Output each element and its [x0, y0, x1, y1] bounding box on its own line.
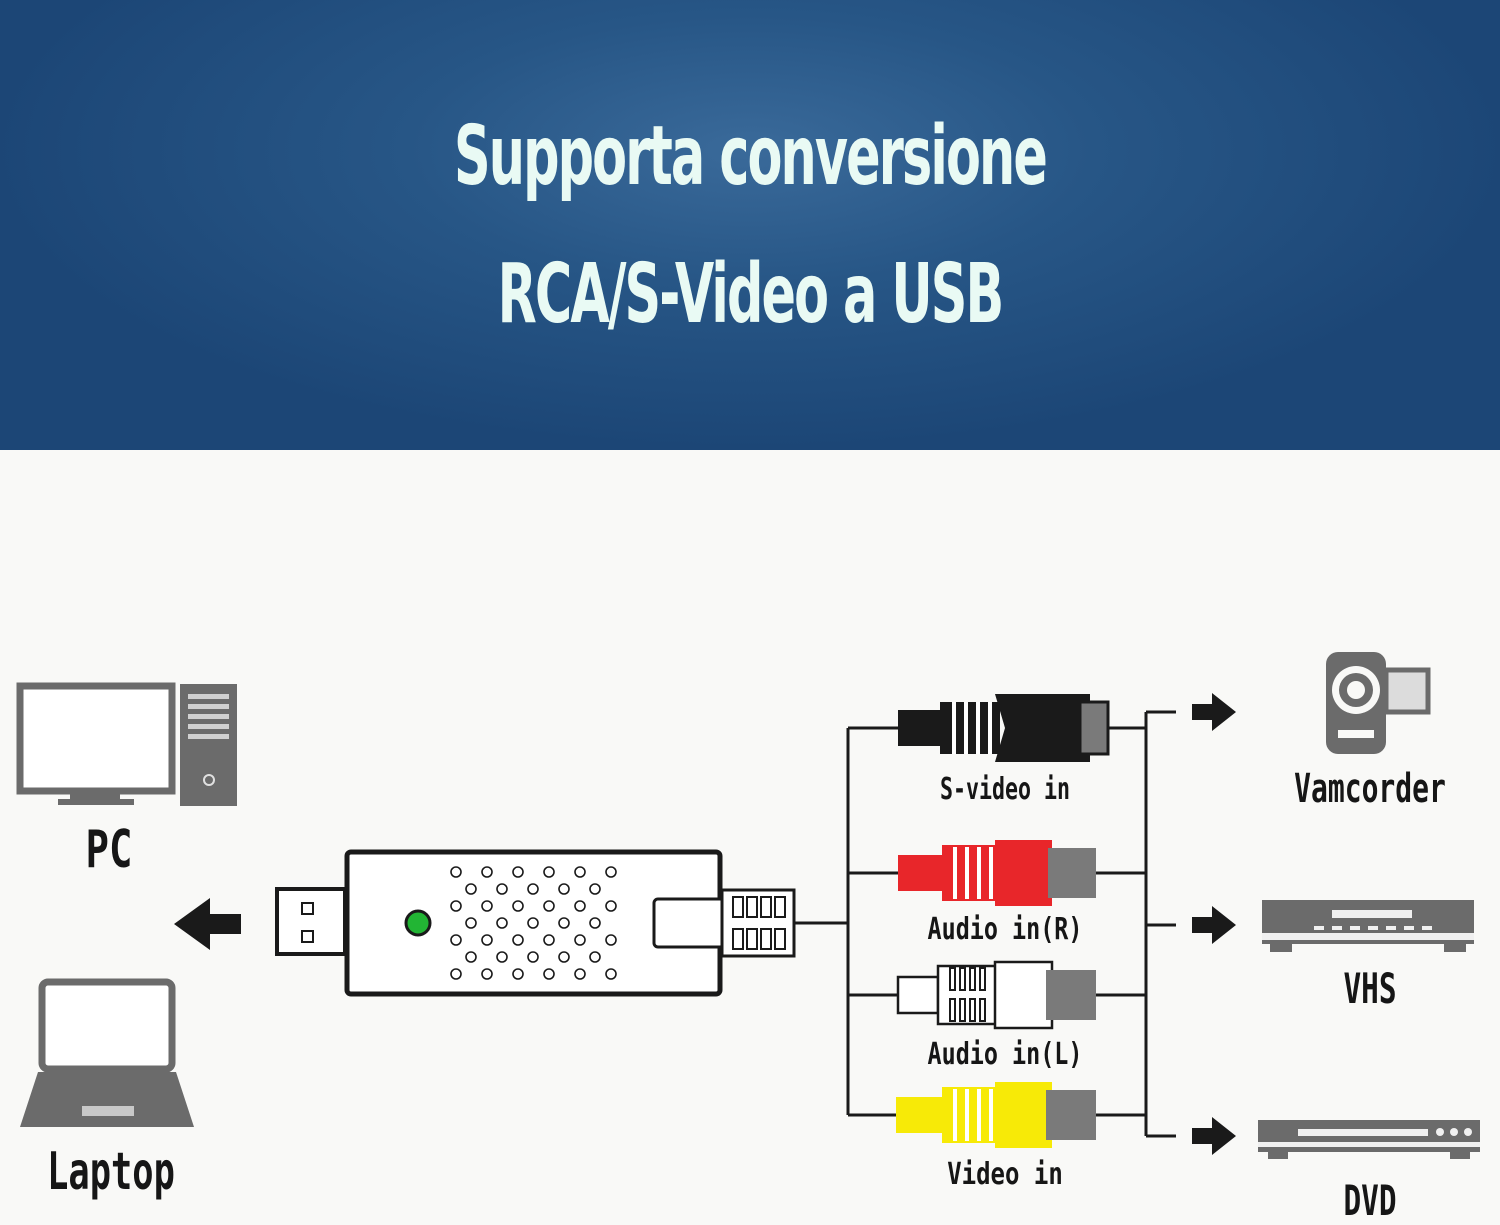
- usb-capture-device: [344, 849, 796, 997]
- vhs-label: VHS: [1343, 964, 1397, 1013]
- vhs-player-icon: [1262, 900, 1474, 952]
- audio-l-label: Audio in(L): [927, 1037, 1083, 1072]
- dvd-player-icon: [1258, 1120, 1480, 1159]
- laptop-icon: [20, 978, 194, 1127]
- pc-label: PC: [85, 820, 133, 880]
- banner-title: Supporta conversione RCA/S-Video a USB: [285, 88, 1215, 364]
- vent-holes: [450, 866, 617, 980]
- pc-icon: [16, 682, 237, 806]
- banner-title-line-2: RCA/S-Video a USB: [497, 247, 1005, 342]
- laptop-label: Laptop: [47, 1142, 175, 1202]
- usb-plug: [275, 887, 347, 956]
- audio-r-connector: [898, 840, 1096, 906]
- video-connector: [896, 1082, 1096, 1148]
- video-in-label: Video in: [947, 1157, 1063, 1192]
- audio-l-connector: [896, 960, 1096, 1030]
- arrow-left-icon: [174, 898, 241, 950]
- diagram-graphics: [16, 652, 1480, 1159]
- connection-diagram: PC Laptop S-video in Audio in(R) Audio i…: [0, 450, 1500, 1225]
- s-video-label: S-video in: [939, 772, 1071, 807]
- s-video-connector: [898, 694, 1110, 762]
- arrow-right-icon: [1192, 693, 1236, 731]
- cable-bus: [794, 710, 1176, 1138]
- header-banner: Supporta conversione RCA/S-Video a USB: [0, 0, 1500, 450]
- dvd-label: DVD: [1343, 1176, 1397, 1225]
- audio-r-label: Audio in(R): [927, 912, 1083, 947]
- camcorder-label: Vamcorder: [1294, 766, 1446, 812]
- arrow-right-icon: [1192, 906, 1236, 944]
- arrow-right-icon: [1192, 1117, 1236, 1155]
- status-led-icon: [404, 909, 432, 937]
- camcorder-icon: [1326, 652, 1431, 754]
- banner-title-line-1: Supporta conversione: [454, 109, 1048, 204]
